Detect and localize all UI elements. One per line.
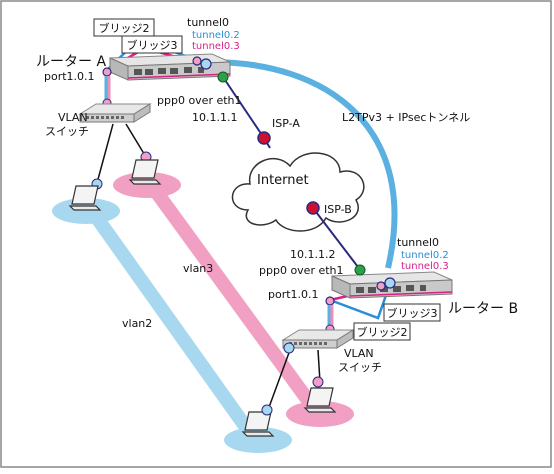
router-a-ppp-label: ppp0 over eth1 <box>157 94 242 107</box>
laptop-b-vlan2-nic <box>261 404 273 416</box>
laptop-a-vlan3 <box>128 159 162 185</box>
router-b-tunnel3-label: tunnel0.3 <box>401 261 449 272</box>
router-b-bridge2-box <box>353 322 411 341</box>
switch-b-vlan2-port <box>283 342 295 354</box>
router-b-ip-label: 10.1.1.2 <box>290 248 335 261</box>
isp-a-node <box>257 131 271 145</box>
router-a-ip-label: 10.1.1.1 <box>192 111 237 124</box>
router-a-bridge3-box <box>121 35 183 54</box>
vlan2-band <box>85 204 262 447</box>
link-isp-b-router-b <box>312 207 359 268</box>
laptop-a-vlan2 <box>68 185 102 211</box>
router-a-name: ルーター A <box>36 54 106 70</box>
isp-a-label: ISP-A <box>272 117 300 130</box>
router-a-tunnel0-port <box>200 58 212 70</box>
router-b-bridge3-label: ブリッジ3 <box>387 306 438 320</box>
router-b <box>331 271 453 299</box>
router-b-tunnel0-port <box>384 277 396 289</box>
router-b-eth1-port <box>354 264 366 276</box>
router-b-name: ルーター B <box>448 301 518 317</box>
router-a-tunnel3-label: tunnel0.3 <box>192 41 240 52</box>
router-b-port-label: port1.0.1 <box>268 288 319 301</box>
router-b-bridge2-label: ブリッジ2 <box>357 325 408 339</box>
router-a-tunnel2-label: tunnel0.2 <box>192 30 240 41</box>
router-a-tunnel3-port <box>192 56 202 66</box>
router-b-ppp-label: ppp0 over eth1 <box>259 264 344 277</box>
router-b-tunnel3-port <box>376 281 386 291</box>
switch-a-line1: VLAN <box>58 111 88 124</box>
vlan3-band <box>145 179 325 421</box>
router-b-bridge3-box <box>383 303 441 322</box>
router-b-tunnel2-label: tunnel0.2 <box>401 250 449 261</box>
vlan3-label: vlan3 <box>183 262 213 275</box>
tunnel-label: L2TPv3 + IPsecトンネル <box>342 111 470 124</box>
router-b-port101 <box>325 296 335 306</box>
router-a-port-label: port1.0.1 <box>44 70 95 83</box>
switch-b-vlan3-port <box>312 376 324 388</box>
router-a-eth1-port <box>217 71 229 83</box>
isp-b-label: ISP-B <box>324 203 352 216</box>
laptop-b-vlan2 <box>241 411 275 437</box>
internet-label: Internet <box>257 173 309 188</box>
link-router-a-isp-a <box>222 76 265 139</box>
router-b-tunnel0-label: tunnel0 <box>397 236 439 249</box>
router-a-bridge3-label: ブリッジ3 <box>127 38 178 52</box>
router-a-tunnel0-label: tunnel0 <box>187 16 229 29</box>
tunnel-arc <box>204 58 398 269</box>
switch-a <box>78 103 152 123</box>
vlan2-label: vlan2 <box>122 317 152 330</box>
vlan3-pad-b <box>286 401 354 427</box>
switch-a-line2: スイッチ <box>45 125 89 138</box>
switch-b-line1: VLAN <box>344 347 374 360</box>
switch-b-line2: スイッチ <box>338 361 382 374</box>
router-a <box>109 53 231 81</box>
router-a-bridge2-label: ブリッジ2 <box>99 21 150 35</box>
vlan2-pad-a <box>52 198 120 224</box>
internet-cloud <box>231 152 365 232</box>
laptop-b-vlan3 <box>303 387 337 413</box>
isp-b-node <box>306 201 320 215</box>
switch-b <box>281 329 355 349</box>
vlan3-pad-a <box>113 172 181 198</box>
vlan2-pad-b <box>224 427 292 453</box>
